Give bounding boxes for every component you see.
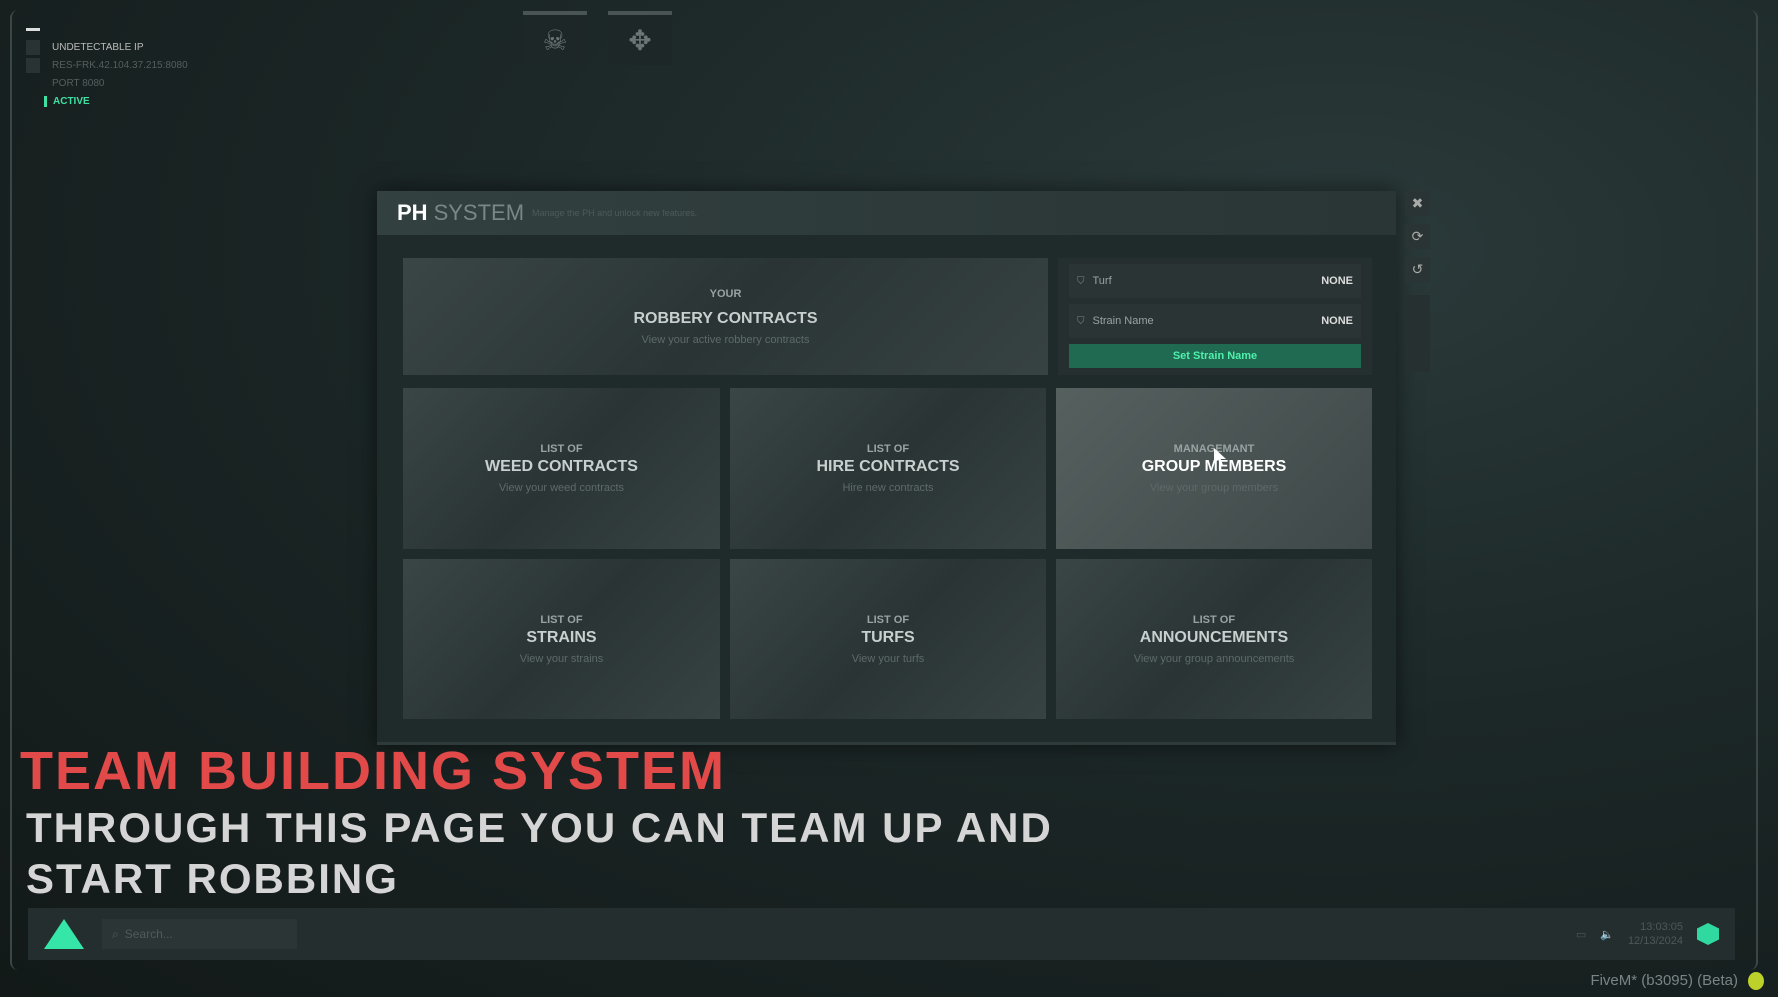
vpn-row: PORT 8080: [26, 74, 188, 92]
card-title: STRAINS: [526, 628, 597, 646]
vpn-row-marker: [26, 57, 40, 73]
card-desc: View your active robbery contracts: [641, 333, 810, 346]
volume-icon[interactable]: 🔈: [1600, 928, 1614, 941]
taskbar: ⌕ Search... ▭ 🔈 13:03:05 12/13/2024: [28, 908, 1735, 960]
announcements-card[interactable]: LIST OF ANNOUNCEMENTS View your group anno…: [1056, 559, 1372, 719]
card-kicker: LIST OF: [540, 443, 583, 455]
vpn-line: PORT 8080: [52, 77, 105, 89]
card-desc: View your group members: [1149, 482, 1279, 494]
turf-label: Turf: [1092, 275, 1112, 287]
vpn-status: UNDETECTABLE IP RES-FRK.42.104.37.215:80…: [26, 28, 188, 110]
side-tab[interactable]: [1405, 295, 1430, 372]
shield-icon: ⛉: [1077, 315, 1085, 327]
minimize-dash: [26, 28, 40, 31]
card-kicker: LIST OF: [1192, 613, 1236, 626]
vpn-row: UNDETECTABLE IP: [26, 38, 188, 56]
card-title: HIRE CONTRACTS: [816, 458, 960, 475]
card-kicker: LIST OF: [866, 613, 910, 626]
hire-contracts-card[interactable]: LIST OF HIRE CONTRACTS Hire new contracts: [730, 388, 1046, 549]
clock: 13:03:05 12/13/2024: [1628, 920, 1683, 948]
turf-value: NONE: [1321, 275, 1353, 287]
undo-button[interactable]: ↺: [1405, 257, 1430, 282]
vpn-row-marker: [26, 39, 40, 55]
caption-title: TEAM BUILDING SYSTEM: [20, 741, 727, 801]
card-desc: View your strains: [519, 652, 604, 665]
card-title: ANNOUNCEMENTS: [1139, 628, 1289, 646]
hex-app-icon[interactable]: [1697, 923, 1719, 945]
vpn-active-status: ACTIVE: [44, 95, 90, 107]
card-title: WEED CONTRACTS: [485, 458, 638, 475]
turfs-card[interactable]: LIST OF TURFS View your turfs: [730, 559, 1046, 719]
app-logo-icon[interactable]: [44, 919, 84, 949]
close-button[interactable]: ✖: [1405, 191, 1430, 216]
card-desc: View your turfs: [851, 652, 925, 665]
refresh-button[interactable]: ⟳: [1405, 224, 1430, 249]
vpn-line: UNDETECTABLE IP: [52, 41, 144, 53]
time: 13:03:05: [1640, 921, 1683, 933]
card-desc: View your weed contracts: [498, 482, 625, 494]
card-kicker: YOUR: [709, 287, 742, 300]
panel-subtitle: Manage the PH and unlock new features.: [532, 208, 698, 218]
move-button[interactable]: ✥: [608, 11, 672, 65]
turf-row: ⛉ Turf NONE: [1069, 264, 1361, 298]
card-desc: Hire new contracts: [842, 482, 934, 494]
search-input[interactable]: ⌕ Search...: [102, 919, 297, 949]
vpn-line: RES-FRK.42.104.37.215:8080: [52, 59, 188, 71]
fivem-version: FiveM* (b3095) (Beta): [1590, 972, 1738, 989]
strain-row: ⛉ Strain Name NONE: [1069, 304, 1361, 338]
strain-label: Strain Name: [1092, 315, 1154, 327]
refresh-icon: ⟳: [1411, 228, 1424, 244]
card-title: TURFS: [861, 628, 915, 646]
card-title: GROUP MEMBERS: [1141, 458, 1287, 475]
search-icon: ⌕: [112, 926, 119, 941]
weed-contracts-card[interactable]: LIST OF WEED CONTRACTS View your weed cont…: [403, 388, 720, 549]
card-kicker: LIST OF: [866, 443, 910, 455]
card-desc: View your group announcements: [1133, 652, 1295, 665]
shield-icon: ⛉: [1077, 275, 1085, 287]
caption-body: THROUGH THIS PAGE YOU CAN TEAM UP AND ST…: [26, 804, 1053, 902]
search-placeholder: Search...: [124, 927, 173, 941]
group-members-card[interactable]: MANAGEMANT GROUP MEMBERS View your group m…: [1056, 388, 1372, 549]
display-icon[interactable]: ▭: [1575, 928, 1587, 941]
move-arrows-icon: ✥: [628, 24, 652, 56]
vpn-row: RES-FRK.42.104.37.215:8080: [26, 56, 188, 74]
vpn-row: ACTIVE: [26, 92, 188, 110]
robbery-contracts-card[interactable]: YOUR ROBBERY CONTRACTS View your active …: [403, 258, 1048, 375]
panel-header: PH SYSTEM Manage the PH and unlock new f…: [377, 191, 1396, 235]
pear-icon: [1748, 972, 1764, 990]
strains-card[interactable]: LIST OF STRAINS View your strains: [403, 559, 720, 719]
card-kicker: LIST OF: [540, 613, 583, 626]
ph-system-panel: PH SYSTEM Manage the PH and unlock new f…: [377, 191, 1396, 745]
title-system: SYSTEM: [433, 200, 525, 225]
card-title: ROBBERY CONTRACTS: [633, 309, 818, 327]
date: 12/13/2024: [1627, 935, 1683, 947]
undo-icon: ↺: [1411, 261, 1424, 277]
strain-value: NONE: [1321, 315, 1353, 327]
card-kicker: MANAGEMANT: [1173, 443, 1255, 455]
title-ph: PH: [397, 200, 428, 225]
ph-skull-button[interactable]: ☠: [523, 11, 587, 65]
close-icon: ✖: [1411, 195, 1424, 211]
ph-skull-icon: ☠: [542, 24, 568, 56]
system-tray: ▭ 🔈 13:03:05 12/13/2024: [1576, 920, 1719, 948]
screen-frame: [10, 10, 1758, 970]
set-strain-name-button[interactable]: Set Strain Name: [1069, 344, 1361, 368]
